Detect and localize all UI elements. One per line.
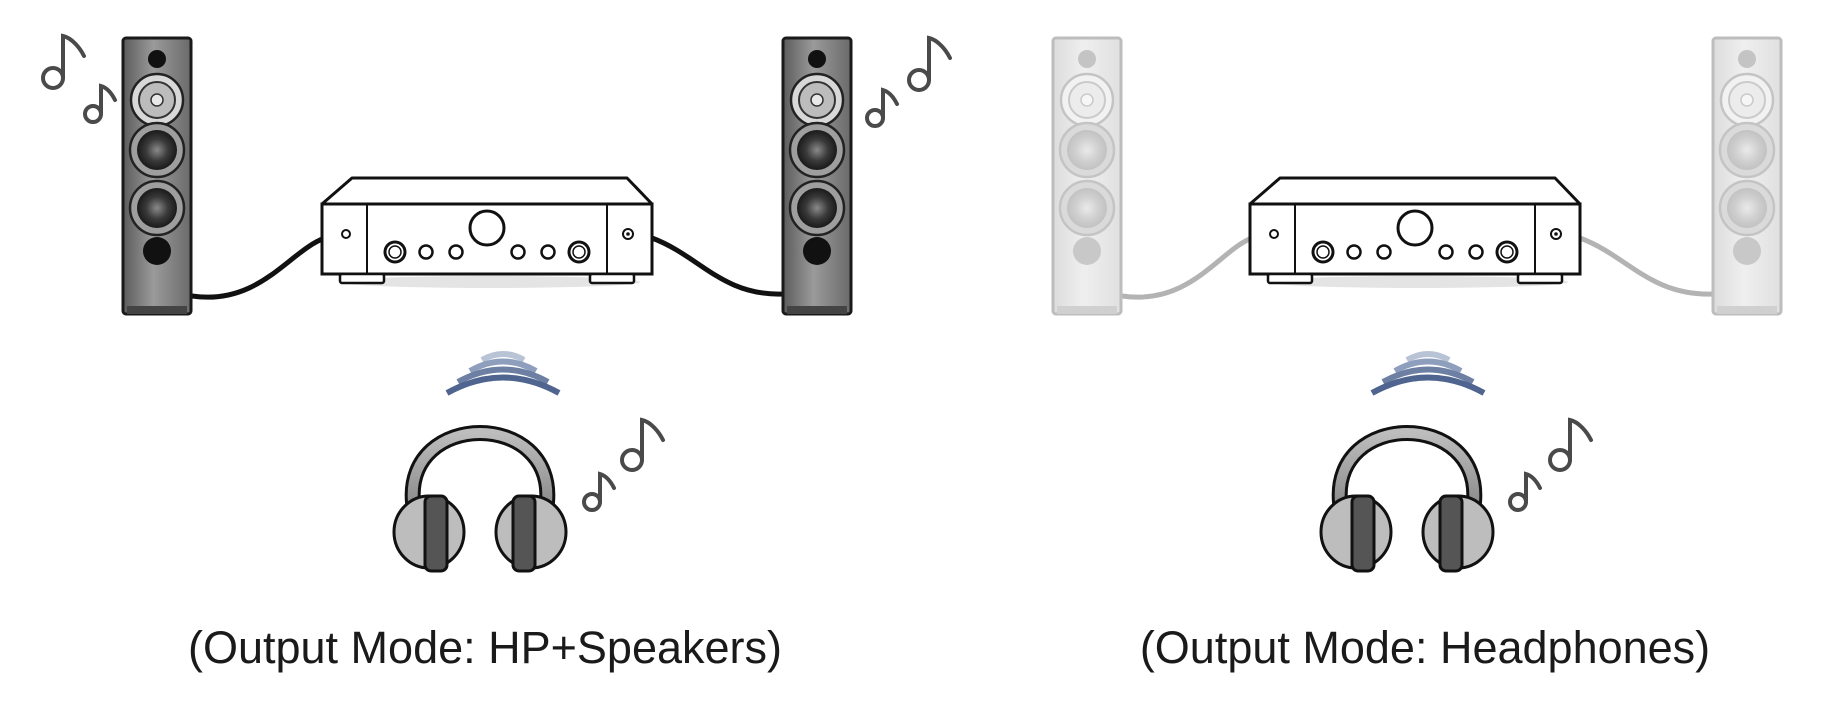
music-note-icon [620, 417, 665, 472]
music-note-icon [1508, 471, 1542, 512]
output-mode-caption-hp-speakers: (Output Mode: HP+Speakers) [187, 622, 783, 673]
music-note-icon [907, 35, 952, 92]
music-note-icon [83, 83, 117, 124]
floor-speaker-icon [121, 36, 193, 316]
floor-speaker-icon [1711, 36, 1783, 316]
floor-speaker-icon [781, 36, 853, 316]
wireless-signal-icon [1370, 351, 1486, 396]
wireless-signal-icon [445, 351, 561, 396]
music-note-icon [582, 471, 616, 512]
panel-hp-speakers [41, 33, 952, 573]
output-mode-caption-headphones: (Output Mode: Headphones) [1139, 622, 1711, 673]
music-note-icon [1548, 417, 1593, 472]
amplifier-icon [320, 176, 654, 288]
amplifier-icon [1248, 176, 1582, 288]
headphones-icon [392, 425, 568, 573]
panel-headphones [1051, 36, 1783, 573]
speaker-cable-icon [1119, 235, 1716, 300]
music-note-icon [865, 87, 899, 128]
music-note-icon [41, 33, 86, 90]
headphones-icon [1319, 425, 1495, 573]
speaker-cable-icon [189, 235, 786, 300]
floor-speaker-icon [1051, 36, 1123, 316]
